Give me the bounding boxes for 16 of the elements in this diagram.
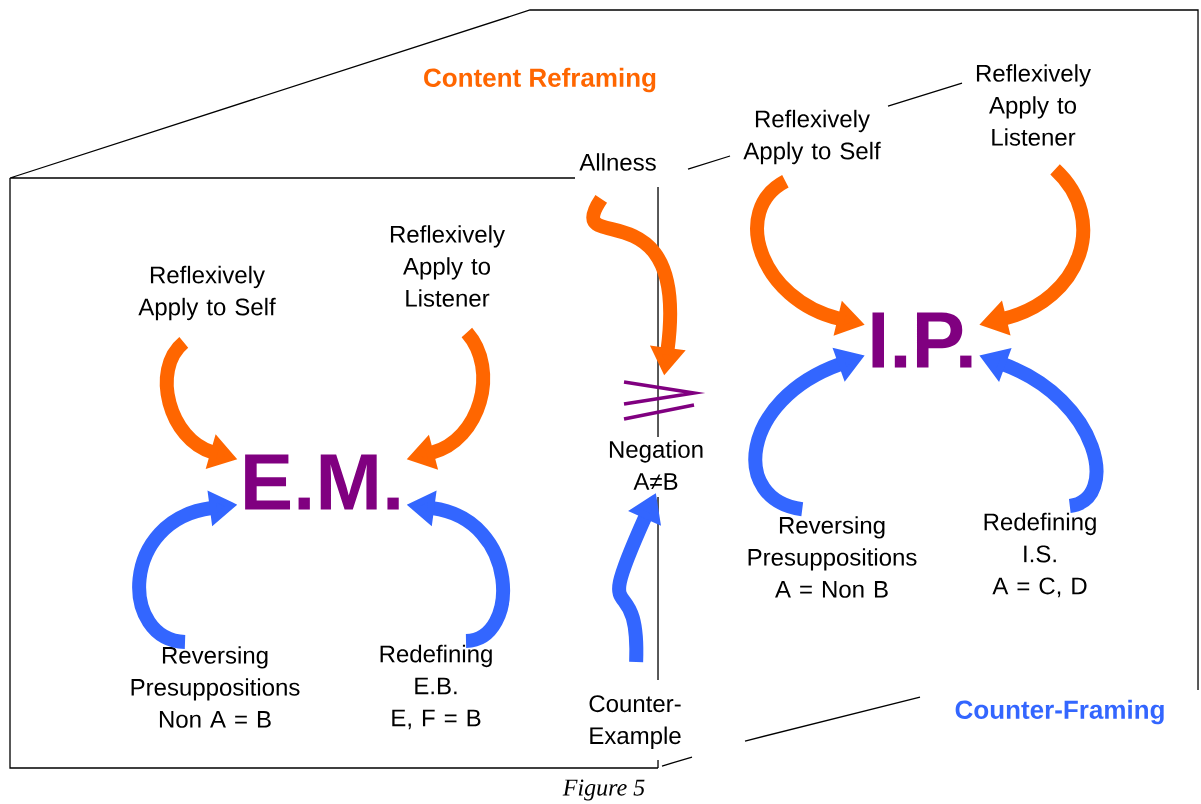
hub-label: E.M. [245, 454, 399, 510]
reframing-label: Reflexively Apply to Listener [390, 225, 505, 307]
reframing-label: Reflexively Apply to Self [743, 109, 881, 165]
reframing-label: Reversing Presuppositions A = Non B [748, 516, 917, 598]
reframing-label: Negation A≠B [609, 440, 703, 490]
reframing-label: Reflexively Apply to Self [138, 265, 276, 321]
figure-caption: Figure 5 [562, 779, 645, 801]
reframing-label: Reversing Presuppositions Non A = B [131, 646, 300, 728]
reframing-label: Allness [579, 153, 656, 171]
hub-label: I.P. [872, 312, 972, 368]
section-heading: Content Reframing [424, 67, 656, 93]
reframing-label: Redefining I.S. A = C, D [984, 512, 1096, 598]
section-heading: Counter-Framing [955, 699, 1164, 725]
reframing-label: Counter-Example [589, 695, 681, 749]
reframing-label: Redefining E.B. E, F = B [380, 644, 492, 730]
reframing-label: Reflexively Apply to Listener [976, 64, 1091, 146]
